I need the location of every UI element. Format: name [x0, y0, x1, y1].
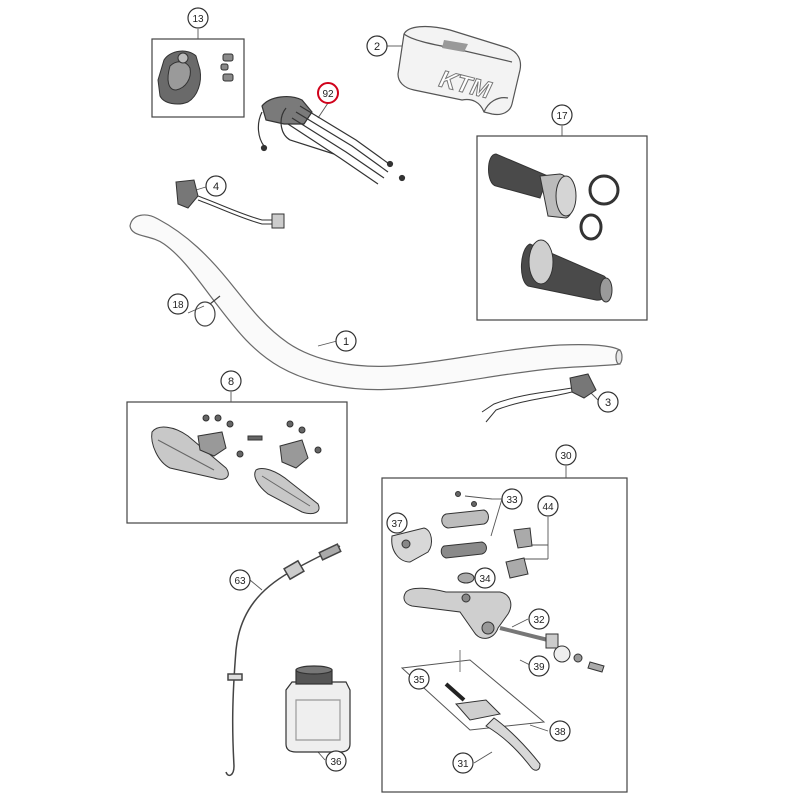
- callout-label: 33: [506, 495, 518, 506]
- clutch-cable: [225, 543, 342, 777]
- callout-circle: [167, 293, 189, 315]
- callout-circle: [205, 175, 227, 197]
- screw-icon: [220, 53, 234, 82]
- grip-set: [488, 153, 620, 303]
- callout-circle: [551, 104, 573, 126]
- callout-label: 1: [343, 336, 349, 348]
- callout-1: 1: [335, 330, 357, 352]
- callout-44: 44: [537, 495, 559, 517]
- callout-label: 63: [234, 576, 246, 587]
- callout-63: 63: [229, 569, 251, 591]
- callout-label: 30: [560, 451, 572, 462]
- callout-circle: [220, 370, 242, 392]
- handlebar: [129, 214, 623, 391]
- callout-30: 30: [555, 444, 577, 466]
- start-button: [481, 373, 597, 423]
- handlebar-pad: KTM: [397, 25, 522, 116]
- group-box-30: [381, 477, 628, 793]
- callout-label: 8: [228, 376, 234, 388]
- callout-38: 38: [549, 720, 571, 742]
- callout-label: 3: [605, 397, 611, 409]
- callout-92: 92: [317, 82, 339, 104]
- callout-circle: [528, 655, 550, 677]
- callout-circle: [325, 750, 347, 772]
- callout-label: 17: [556, 111, 568, 122]
- callout-36: 36: [325, 750, 347, 772]
- callout-label: 38: [554, 727, 566, 738]
- cable-tie: [194, 295, 221, 327]
- callout-label: 31: [457, 759, 469, 770]
- callout-label: 18: [172, 300, 184, 311]
- callout-label: 92: [322, 89, 334, 100]
- callout-label: 4: [213, 181, 219, 193]
- callout-circle: [408, 668, 430, 690]
- callout-32: 32: [528, 608, 550, 630]
- callout-label: 2: [374, 41, 380, 53]
- callout-circle: [366, 35, 388, 57]
- fluid-bottle: [285, 665, 351, 753]
- callout-circle: [501, 488, 523, 510]
- callout-37: 37: [386, 512, 408, 534]
- callout-18: 18: [167, 293, 189, 315]
- callout-39: 39: [528, 655, 550, 677]
- callout-34: 34: [474, 567, 496, 589]
- callout-label: 32: [533, 615, 545, 626]
- callout-label: 13: [192, 14, 204, 25]
- callout-2: 2: [366, 35, 388, 57]
- callout-35: 35: [408, 668, 430, 690]
- callout-circle: [549, 720, 571, 742]
- callout-circle: [187, 7, 209, 29]
- kill-switch: [175, 179, 285, 229]
- switch-housing: [157, 50, 234, 105]
- callout-circle: [386, 512, 408, 534]
- hand-guards: [151, 414, 322, 515]
- callout-circle: [317, 82, 339, 104]
- callout-circle: [335, 330, 357, 352]
- callout-13: 13: [187, 7, 209, 29]
- callout-circle: [528, 608, 550, 630]
- callout-label: 34: [479, 574, 491, 585]
- callout-3: 3: [597, 391, 619, 413]
- callout-31: 31: [452, 752, 474, 774]
- callout-label: 37: [391, 519, 403, 530]
- throttle-cables: [257, 96, 406, 185]
- callout-17: 17: [551, 104, 573, 126]
- callout-label: 44: [542, 502, 554, 513]
- callout-circle: [555, 444, 577, 466]
- callout-circle: [597, 391, 619, 413]
- callout-circle: [229, 569, 251, 591]
- callout-4: 4: [205, 175, 227, 197]
- callout-label: 35: [413, 675, 425, 686]
- callout-circle: [474, 567, 496, 589]
- callout-circle: [452, 752, 474, 774]
- callout-8: 8: [220, 370, 242, 392]
- bolt-icon: [202, 414, 322, 458]
- group-box-8: [126, 401, 348, 524]
- leader-lines: [187, 29, 600, 764]
- master-cylinder-assembly: [391, 491, 605, 771]
- callout-33: 33: [501, 488, 523, 510]
- callout-label: 36: [330, 757, 342, 768]
- callout-circle: [537, 495, 559, 517]
- callout-label: 39: [533, 662, 545, 673]
